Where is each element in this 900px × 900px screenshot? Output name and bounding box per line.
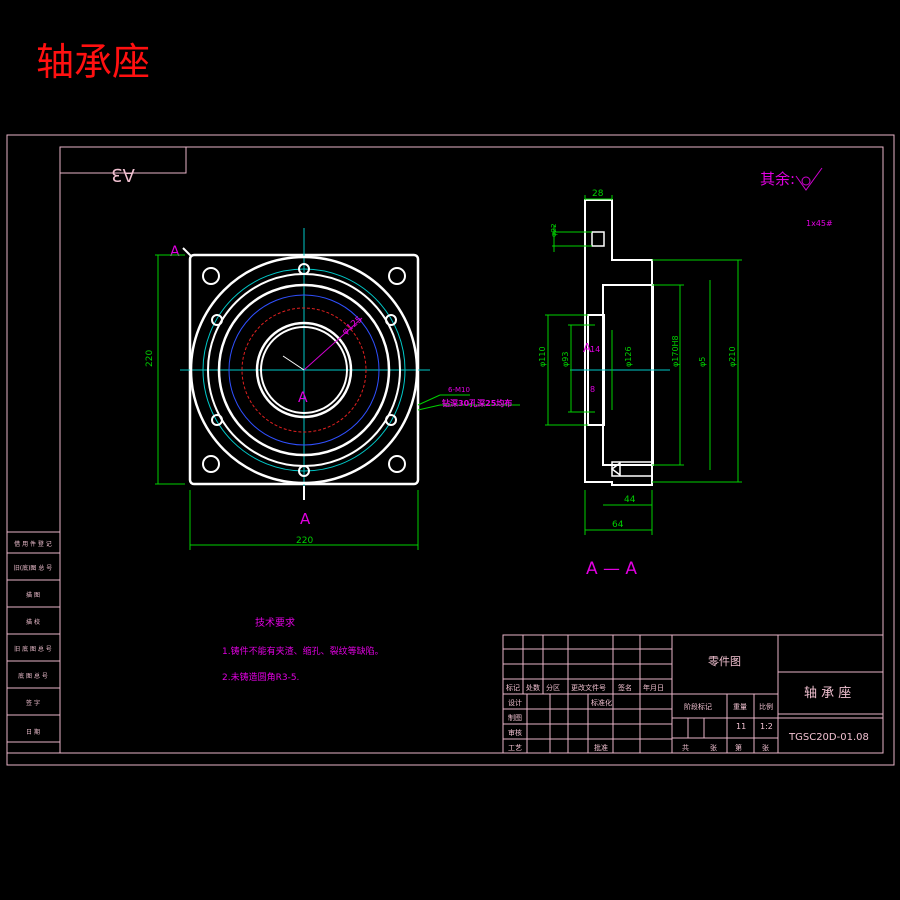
drawing-number: TGSC20D-01.08 bbox=[788, 732, 869, 743]
dim-93: φ93 bbox=[561, 352, 570, 367]
inner-border bbox=[59, 146, 884, 754]
dim-64: 64 bbox=[612, 520, 624, 530]
roughness-symbol bbox=[795, 167, 823, 191]
center-label: A bbox=[298, 390, 308, 406]
strip-label-0: 借 用 件 登 记 bbox=[14, 540, 52, 548]
section-title: A — A bbox=[586, 559, 637, 579]
sheets-label: 张 bbox=[710, 743, 717, 752]
part-name: 轴 承 座 bbox=[804, 686, 851, 701]
section-mark-top: A bbox=[170, 244, 180, 260]
bolt-hole-tr bbox=[388, 267, 406, 285]
drawing-title: 轴承座 bbox=[36, 40, 150, 84]
dim-d5: φ5 bbox=[698, 357, 707, 367]
stage-label: 阶段标记 bbox=[684, 702, 712, 711]
revision-h-5: 年月日 bbox=[643, 683, 664, 692]
role-design: 设计 bbox=[508, 698, 522, 707]
bolt-hole-br bbox=[388, 455, 406, 473]
weight-label: 重量 bbox=[733, 703, 747, 711]
tech-req-2: 2.未铸造圆角R3-5. bbox=[222, 671, 299, 683]
roughness-note: 其余: bbox=[760, 170, 795, 188]
sheet-no: 第 bbox=[735, 743, 742, 752]
scale-value: 1:2 bbox=[760, 722, 773, 731]
bolt-hole-bl bbox=[202, 455, 220, 473]
dim-126: φ126 bbox=[624, 346, 633, 367]
hole-note: 6-M10 bbox=[448, 386, 470, 394]
strip-label-3: 描 校 bbox=[26, 618, 40, 626]
strip-label-5: 底 图 总 号 bbox=[18, 672, 48, 680]
format-label: A3 bbox=[111, 164, 135, 185]
revision-h-4: 签名 bbox=[618, 683, 632, 692]
chamfer-note: 1x45# bbox=[806, 219, 833, 228]
role-draw: 制图 bbox=[508, 713, 522, 722]
role-check: 审核 bbox=[508, 728, 522, 737]
dim-8: 8 bbox=[590, 385, 595, 394]
outer-border bbox=[6, 134, 895, 766]
std-label: 标准化 bbox=[591, 698, 612, 707]
revision-h-0: 标记 bbox=[506, 683, 520, 692]
side-a: A bbox=[583, 341, 592, 355]
sheet-label: 张 bbox=[762, 743, 769, 752]
strip-label-7: 日 期 bbox=[26, 728, 40, 736]
weight-value: 11 bbox=[736, 722, 746, 731]
left-strip: 借 用 件 登 记 旧(底)图 总 号 描 图 描 校 旧 底 图 总 号 底 … bbox=[6, 531, 61, 754]
dim-22: φ22 bbox=[550, 223, 558, 237]
section-view: 28 φ22 φ110 φ93 φ126 φ170H8 φ5 φ210 44 6… bbox=[538, 189, 742, 579]
tech-req-1: 1.铸件不能有夹渣、缩孔、裂纹等缺陷。 bbox=[222, 645, 384, 657]
dim-44: 44 bbox=[624, 495, 636, 505]
width-dim: 220 bbox=[296, 536, 313, 546]
thread-note: 钻深30孔深25均布 bbox=[442, 398, 512, 408]
diameter-label: φ125 bbox=[341, 315, 365, 338]
strip-label-4: 旧 底 图 总 号 bbox=[14, 645, 52, 653]
dim-210: φ210 bbox=[728, 346, 737, 367]
revision-h-1: 处数 bbox=[526, 683, 540, 692]
scale-label: 比例 bbox=[759, 702, 773, 711]
strip-label-6: 签 字 bbox=[26, 699, 40, 707]
dim-170: φ170H8 bbox=[671, 335, 680, 367]
sheets-total: 共 bbox=[682, 743, 689, 752]
role-process: 工艺 bbox=[508, 744, 522, 752]
dim-14: 14 bbox=[590, 345, 600, 354]
strip-label-1: 旧(底)图 总 号 bbox=[14, 564, 53, 572]
dim-110: φ110 bbox=[538, 346, 547, 367]
section-mark-bottom: A bbox=[300, 510, 311, 528]
approve-label: 批准 bbox=[594, 743, 608, 752]
format-box: A3 bbox=[59, 146, 187, 185]
revision-h-3: 更改文件号 bbox=[571, 683, 606, 692]
strip-label-2: 描 图 bbox=[26, 591, 40, 599]
drawing-type: 零件图 bbox=[708, 655, 741, 668]
height-dim: 220 bbox=[145, 350, 155, 367]
revision-h-2: 分区 bbox=[546, 683, 560, 692]
tech-req-heading: 技术要求 bbox=[255, 616, 295, 629]
bolt-hole-tl bbox=[202, 267, 220, 285]
dim-28: 28 bbox=[592, 189, 604, 199]
title-block: 标记 处数 分区 更改文件号 签名 年月日 设计 制图 审核 工艺 标准化 批准… bbox=[502, 634, 884, 754]
front-view: φ125 A A A 6-M10 钻深30孔深25均布 220 220 bbox=[145, 228, 520, 550]
